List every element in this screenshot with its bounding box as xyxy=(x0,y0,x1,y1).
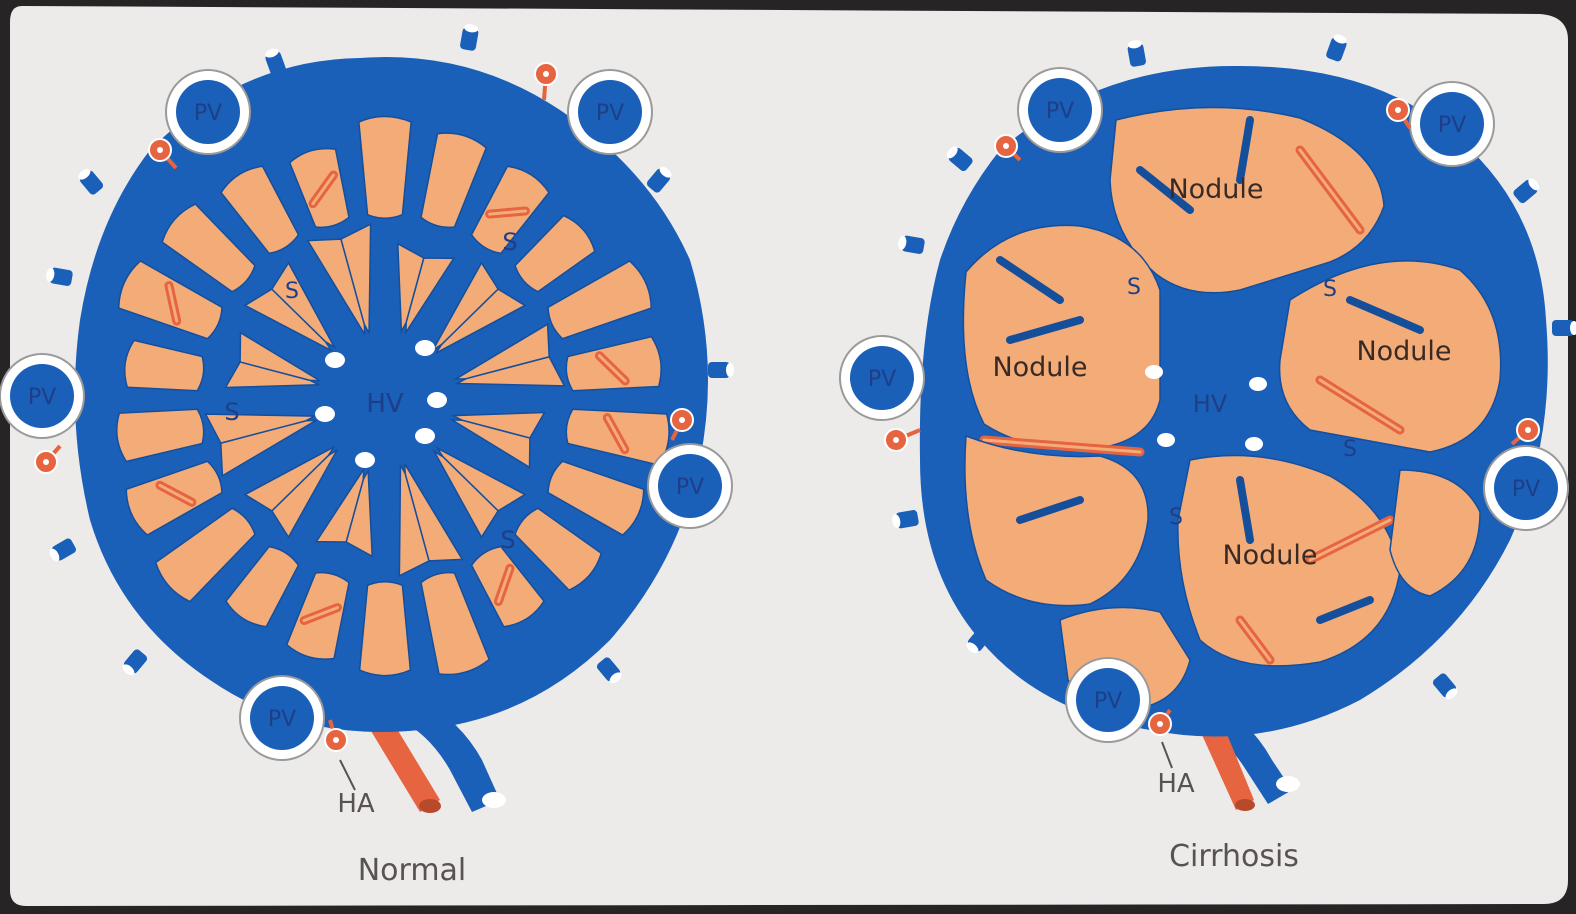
central-vein-opening xyxy=(1249,377,1267,391)
hepatic-vein-outflow-opening xyxy=(1276,776,1300,792)
sinusoid-label: S xyxy=(224,398,239,426)
sinusoid-label: S xyxy=(1127,275,1141,300)
arteriole-lumen xyxy=(893,437,899,443)
plate-shape xyxy=(360,582,411,676)
arteriole-lumen xyxy=(1157,721,1163,727)
sinusoid-label: S xyxy=(500,526,515,554)
portal-vein: PV xyxy=(840,336,924,420)
arteriole-lumen xyxy=(1525,427,1531,433)
arteriole-lumen xyxy=(157,147,163,153)
arteriole-lumen xyxy=(679,417,685,423)
portal-vein: PV xyxy=(0,354,84,438)
central-vein-opening xyxy=(315,406,335,422)
portal-vein-label: PV xyxy=(268,707,296,732)
arteriole-lumen xyxy=(43,459,49,465)
portal-vein-label: PV xyxy=(1512,477,1540,502)
portal-vein-label: PV xyxy=(194,101,222,126)
central-vein-opening xyxy=(427,392,447,408)
plate-shape xyxy=(359,116,411,218)
nodule-label: Nodule xyxy=(992,352,1087,383)
arteriole-lumen xyxy=(1395,107,1401,113)
central-vein-opening xyxy=(1245,437,1263,451)
sinusoid-label: S xyxy=(502,228,517,256)
portal-vein: PV xyxy=(568,70,652,154)
artery-label: HA xyxy=(337,789,375,819)
portal-vein: PV xyxy=(1484,446,1568,530)
portal-vein: PV xyxy=(1066,658,1150,742)
panel-caption-normal: Normal xyxy=(358,853,467,888)
portal-vein-label: PV xyxy=(1046,99,1074,124)
portal-vein: PV xyxy=(166,70,250,154)
hepatic-artery-trunk-opening xyxy=(419,799,441,813)
central-vein-opening xyxy=(1145,365,1163,379)
panel-caption-cirrhosis: Cirrhosis xyxy=(1169,839,1299,874)
portal-vein-label: PV xyxy=(28,385,56,410)
arteriole-lumen xyxy=(543,71,549,77)
vessel-stub xyxy=(708,362,734,378)
arteriole-lumen xyxy=(333,737,339,743)
portal-vein: PV xyxy=(1410,82,1494,166)
hepatic-artery-trunk-opening xyxy=(1235,799,1255,811)
portal-vein: PV xyxy=(648,444,732,528)
plate-shape xyxy=(963,225,1160,449)
central-vein-opening xyxy=(415,340,435,356)
hepatocyte-plate xyxy=(359,116,411,218)
portal-vein-label: PV xyxy=(1438,113,1466,138)
nodule-label: Nodule xyxy=(1222,540,1317,571)
hepatocyte-plate xyxy=(963,225,1160,452)
sinusoid-label: S xyxy=(1343,437,1357,462)
sinusoid-label: S xyxy=(1169,505,1183,530)
portal-vein: PV xyxy=(240,676,324,760)
central-vein-label: HV xyxy=(366,389,404,419)
portal-vein-label: PV xyxy=(868,367,896,392)
artery-label: HA xyxy=(1157,769,1195,799)
vessel-stub xyxy=(1552,320,1576,336)
sinusoid-label: S xyxy=(285,279,299,304)
nodule-label: Nodule xyxy=(1356,336,1451,367)
portal-vein-label: PV xyxy=(1094,689,1122,714)
arteriole-lumen xyxy=(1003,143,1009,149)
portal-vein-label: PV xyxy=(676,475,704,500)
central-vein-opening xyxy=(415,428,435,444)
nodule-label: Nodule xyxy=(1168,174,1263,205)
central-vein-opening xyxy=(1157,433,1175,447)
central-vein-label: HV xyxy=(1193,390,1228,418)
central-vein-opening xyxy=(355,452,375,468)
stub-opening xyxy=(726,363,734,377)
hepatic-vein-outflow-opening xyxy=(482,792,506,808)
portal-vein: PV xyxy=(1018,68,1102,152)
portal-vein-label: PV xyxy=(596,101,624,126)
hepatocyte-plate xyxy=(360,582,411,676)
sinusoid-label: S xyxy=(1323,277,1337,302)
central-vein-opening xyxy=(325,352,345,368)
